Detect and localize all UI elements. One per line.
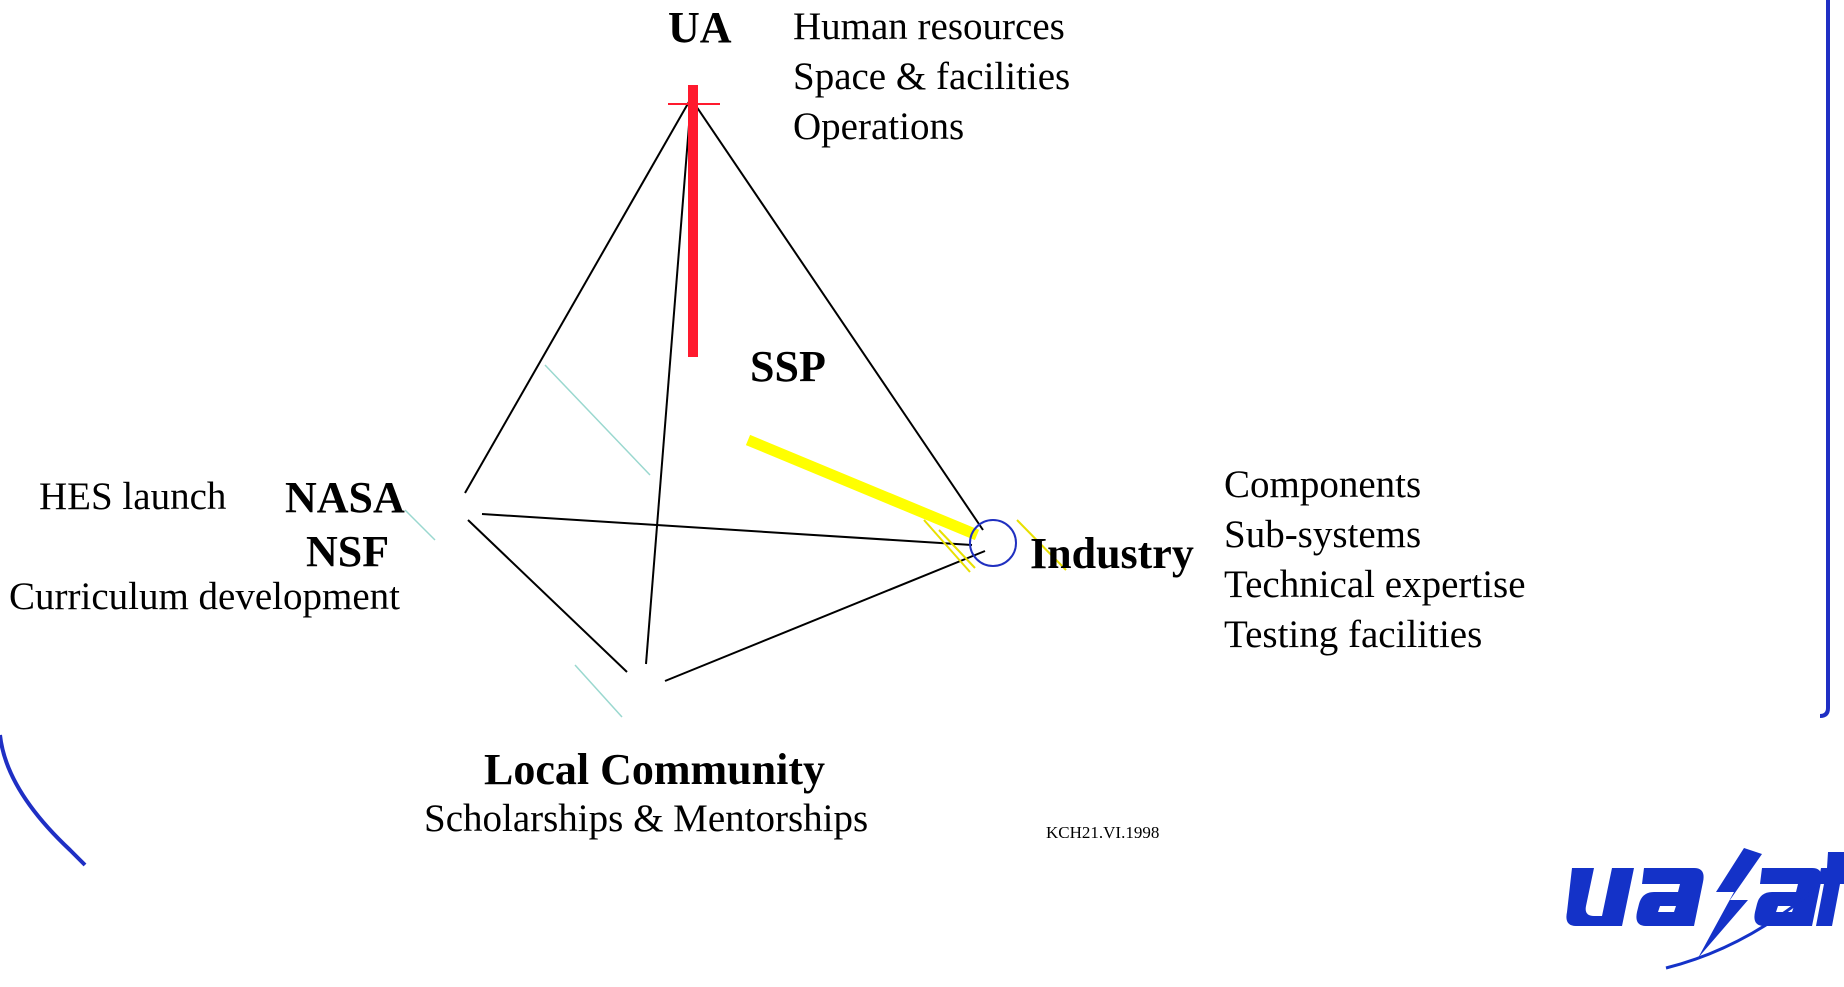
edge-ua-nasa: [464, 99, 691, 494]
edge-ua-industry: [691, 99, 984, 531]
nsf-title: NSF: [306, 527, 390, 576]
industry-contribution-item: Components: [1224, 463, 1422, 506]
ua-resource-list: Human resources Space & facilities Opera…: [793, 7, 1070, 146]
community-title: Local Community: [484, 745, 825, 794]
industry-yellow-tick: [1016, 519, 1067, 571]
edge-nasa-industry: [481, 513, 973, 546]
teal-accent-line: [544, 364, 651, 476]
edge-community-industry: [664, 550, 986, 682]
nasa-contribution-curriculum: Curriculum development: [9, 575, 400, 618]
footer-code: KCH21.VI.1998: [1046, 823, 1160, 842]
teal-accent-line: [574, 664, 623, 718]
nasa-contribution-launch: HES launch: [39, 475, 227, 518]
edge-ua-community: [645, 99, 692, 665]
community-contribution: Scholarships & Mentorships: [424, 797, 869, 840]
uasat-logo: [1566, 848, 1844, 970]
ssp-title: SSP: [750, 342, 826, 391]
frame-right-edge: [1819, 0, 1830, 718]
ua-red-bar: [688, 85, 698, 357]
teal-accent-line: [404, 509, 436, 541]
industry-contribution-item: Testing facilities: [1224, 613, 1483, 656]
frame-bottom-left-curve: [0, 734, 87, 867]
nasa-title: NASA: [285, 473, 405, 522]
ua-title: UA: [668, 3, 732, 52]
industry-yellow-tick: [923, 519, 971, 573]
edge-nasa-community: [467, 519, 628, 673]
industry-yellow-tick: [938, 529, 976, 569]
industry-contribution-item: Technical expertise: [1224, 563, 1526, 606]
ua-resource-item: Space & facilities: [793, 55, 1071, 98]
lightning-bolt-icon: [1698, 848, 1762, 958]
ua-resource-item: Human resources: [793, 5, 1065, 48]
industry-contribution-item: Sub-systems: [1224, 513, 1422, 556]
ua-resource-item: Operations: [793, 105, 965, 148]
industry-node-ring: [969, 519, 1017, 567]
industry-title: Industry: [1030, 529, 1194, 578]
ssp-yellow-bar: [745, 434, 980, 541]
industry-contribution-list: Components Sub-systems Technical experti…: [1224, 465, 1526, 654]
